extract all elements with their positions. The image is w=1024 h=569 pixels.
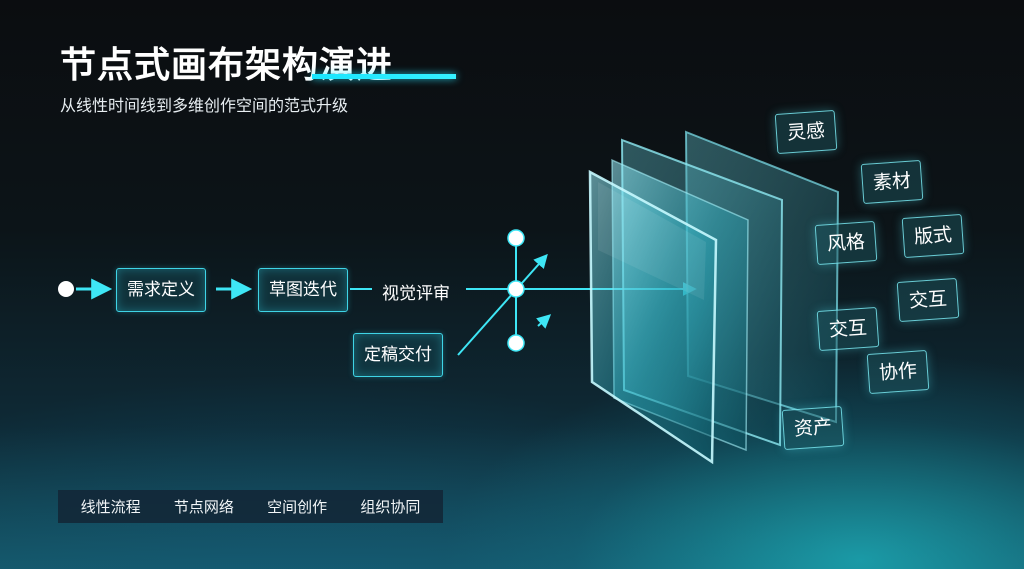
tag-assets: 资产 bbox=[781, 405, 845, 451]
keyword-node-network: 节点网络 bbox=[173, 498, 234, 516]
keyword-linear-process: 线性流程 bbox=[80, 498, 141, 516]
tag-style: 风格 bbox=[814, 220, 878, 266]
step-final-delivery: 定稿交付 bbox=[353, 333, 443, 377]
step-requirement-definition: 需求定义 bbox=[116, 268, 206, 312]
hub-center-dot bbox=[507, 280, 525, 298]
visual-review-label: 视觉评审 bbox=[382, 284, 450, 304]
page-subtitle: 从线性时间线到多维创作空间的范式升级 bbox=[60, 96, 349, 115]
glass-panel-front bbox=[588, 169, 718, 465]
tag-interaction-2: 交互 bbox=[896, 277, 960, 323]
tag-layout: 版式 bbox=[901, 213, 965, 259]
start-node-dot bbox=[58, 281, 74, 297]
keyword-org-collaboration: 组织协同 bbox=[360, 498, 421, 516]
page-title: 节点式画布架构演进 bbox=[60, 45, 394, 86]
keyword-bar: 线性流程 节点网络 空间创作 组织协同 bbox=[58, 490, 443, 523]
tag-interaction-1: 交互 bbox=[816, 306, 880, 352]
hub-top-dot bbox=[507, 229, 525, 247]
hub-bottom-dot bbox=[507, 334, 525, 352]
tag-inspiration: 灵感 bbox=[774, 109, 838, 155]
hub-diagonal-line bbox=[457, 253, 548, 356]
title-underline bbox=[312, 74, 456, 79]
step-sketch-iteration: 草图迭代 bbox=[258, 268, 348, 312]
tag-materials: 素材 bbox=[860, 159, 924, 205]
glass-panel-front-highlight bbox=[598, 182, 706, 300]
tag-collaboration: 协作 bbox=[866, 349, 930, 395]
hub-small-arrow bbox=[536, 314, 552, 329]
keyword-spatial-creation: 空间创作 bbox=[267, 498, 328, 516]
